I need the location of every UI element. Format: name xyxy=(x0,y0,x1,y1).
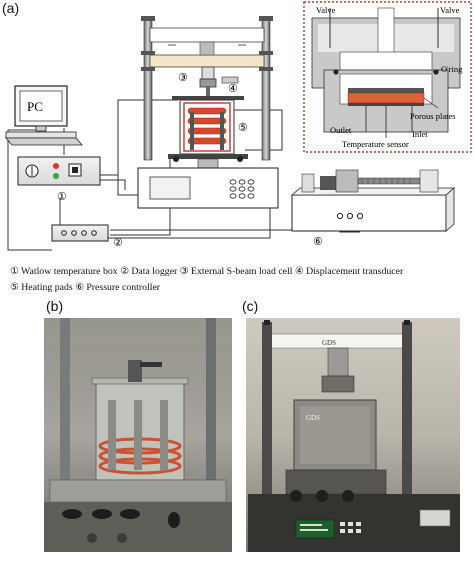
pressure-controller xyxy=(290,169,456,232)
caption-line-2: ⑤ Heating pads ⑥ Pressure controller xyxy=(10,282,161,293)
label-circle-1: ① xyxy=(57,191,67,203)
inset-valve-right: Valve xyxy=(440,5,460,15)
label-circle-4: ④ xyxy=(228,83,238,95)
label-circle-5: ⑤ xyxy=(238,122,248,134)
panel-label-b: (b) xyxy=(46,298,64,314)
photo-c-brand-top: GDS xyxy=(322,339,336,347)
caption-line-1: ① Watlow temperature box ② Data logger ③… xyxy=(10,266,404,277)
photo-c-brand-cell: GDS xyxy=(306,414,320,422)
label-circle-6: ⑥ xyxy=(313,236,323,248)
inset-oring: O'ring xyxy=(441,64,463,74)
cell-cross-section-inset xyxy=(303,1,472,153)
inset-inlet: Inlet xyxy=(412,129,428,139)
photo-c xyxy=(246,318,460,552)
load-frame xyxy=(141,16,273,161)
inset-temperature-sensor: Temperature sensor xyxy=(342,139,409,149)
photo-b xyxy=(44,318,232,552)
pc-computer xyxy=(5,85,83,146)
watlow-temperature-box xyxy=(17,156,101,186)
label-circle-2: ② xyxy=(113,237,123,249)
inset-outlet: Outlet xyxy=(330,125,352,135)
load-cell-assembly xyxy=(199,66,239,97)
frame-base-unit xyxy=(137,158,279,209)
panel-label-c: (c) xyxy=(242,298,259,314)
heated-cell xyxy=(168,96,248,162)
schematic-panel: PC ① ② xyxy=(5,16,456,251)
inset-valve-left: Valve xyxy=(316,5,336,15)
data-logger xyxy=(51,224,109,242)
label-circle-3: ③ xyxy=(178,72,188,84)
pc-label: PC xyxy=(27,99,43,114)
panel-label-a: (a) xyxy=(2,0,20,16)
inset-porous-plates: Porous plates xyxy=(410,111,456,121)
